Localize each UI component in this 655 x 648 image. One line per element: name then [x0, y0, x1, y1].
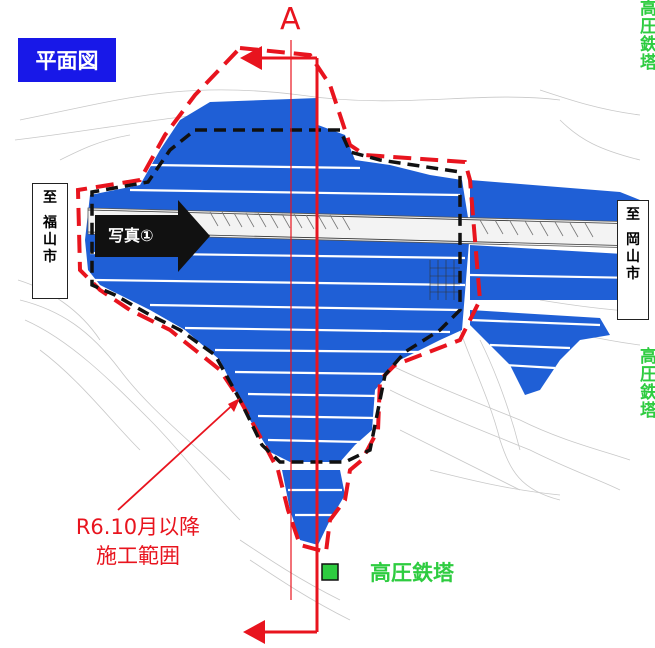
- destination-right: 至 岡 山 市: [617, 200, 649, 320]
- photo-label: 写真①: [108, 226, 154, 245]
- construction-annotation: R6.10月以降 施工範囲: [52, 513, 224, 571]
- edge-top-char-2: 圧: [640, 17, 655, 37]
- edge-label-top-right: 高 圧 鉄 塔: [640, 0, 655, 72]
- edge-mid-char-3: 鉄: [640, 383, 655, 403]
- destination-left-char-3: 市: [43, 249, 57, 265]
- destination-right-to: 至: [626, 207, 640, 223]
- annotation-line-1: R6.10月以降: [75, 515, 201, 539]
- section-line-a: [240, 40, 319, 644]
- photo-arrow: [95, 200, 210, 272]
- edge-mid-char-4: 塔: [640, 401, 655, 421]
- destination-left: 至 福 山 市: [32, 183, 68, 299]
- destination-right-char-1: 岡: [626, 232, 640, 248]
- grid-hatch: [429, 260, 460, 300]
- destination-right-char-2: 山: [626, 249, 640, 265]
- construction-boundary: [75, 45, 483, 555]
- planned-area: [90, 128, 462, 464]
- section-marker: A: [280, 2, 301, 37]
- tower-marker: [321, 563, 339, 581]
- destination-left-char-2: 山: [43, 232, 57, 248]
- edge-mid-char-2: 圧: [640, 365, 655, 385]
- annotation-arrowhead: [228, 398, 240, 412]
- annotation-pointer: [117, 399, 239, 511]
- destination-right-char-3: 市: [626, 266, 640, 282]
- edge-mid-char-1: 高: [640, 347, 655, 367]
- edge-top-char-3: 鉄: [640, 35, 655, 55]
- destination-left-to: 至: [43, 190, 57, 206]
- embankment-fill: [85, 98, 640, 545]
- tower-label: 高圧鉄塔: [370, 561, 454, 585]
- edge-top-char-4: 塔: [640, 53, 655, 73]
- edge-label-mid-right: 高 圧 鉄 塔: [640, 348, 655, 420]
- destination-left-char-1: 福: [43, 215, 57, 231]
- annotation-line-2: 施工範囲: [96, 544, 180, 568]
- edge-top-char-1: 高: [640, 0, 655, 19]
- berm-lines: [89, 163, 641, 517]
- title-badge: 平面図: [18, 38, 116, 82]
- title-text: 平面図: [35, 49, 99, 73]
